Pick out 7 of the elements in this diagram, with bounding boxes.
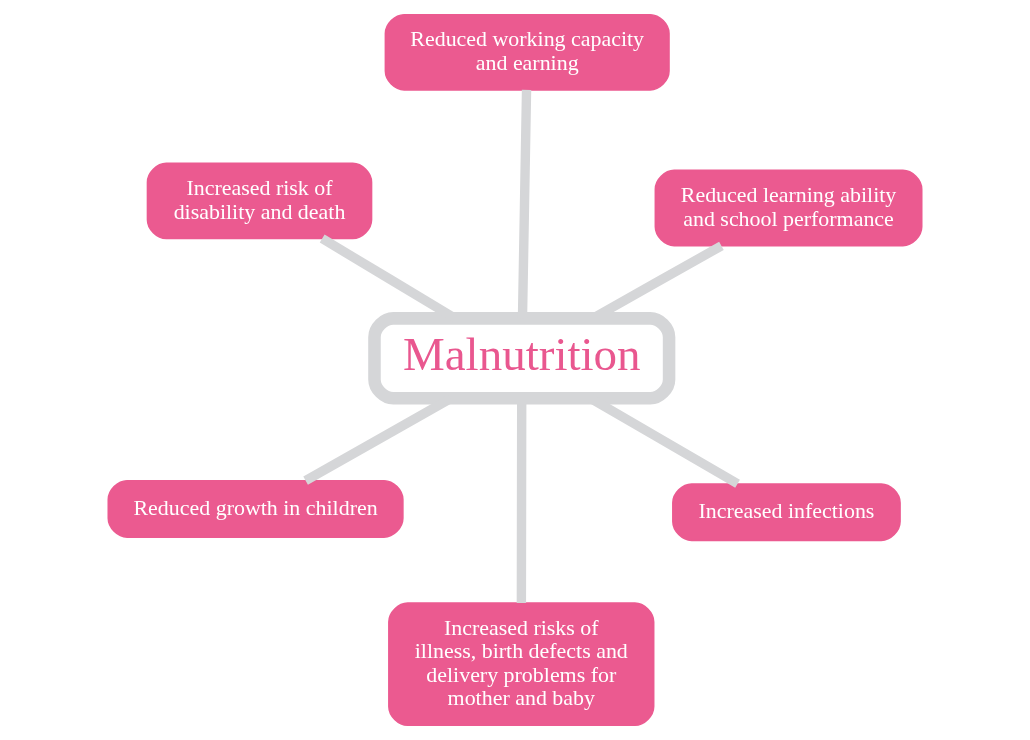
node-box: Reduced learning ability and school performance	[654, 169, 923, 247]
node-box: Increased risk of disability and death	[146, 162, 373, 240]
node-box: Malnutrition	[368, 312, 676, 405]
node-box: Reduced growth in children	[107, 479, 404, 538]
node-box: Increased risks of illness, birth defects and delivery problems for mother and baby	[388, 602, 655, 727]
node-box: Increased infections	[672, 483, 901, 542]
node-box: Reduced working capacity and earning	[384, 13, 670, 91]
